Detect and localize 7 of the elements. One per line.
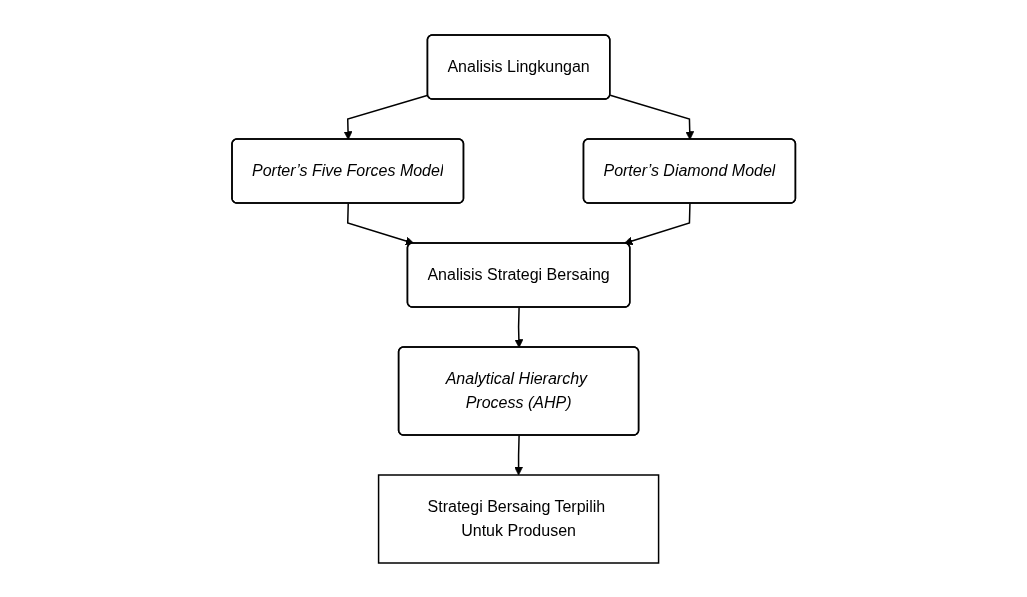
node-box: Strategi Bersaing Terpilih Untuk Produsen: [377, 473, 660, 564]
arrow: [346, 202, 415, 245]
arrow: [609, 94, 694, 140]
arrow: [343, 94, 429, 140]
arrow: [514, 306, 524, 348]
arrow: [514, 434, 523, 475]
arrow: [623, 202, 691, 245]
